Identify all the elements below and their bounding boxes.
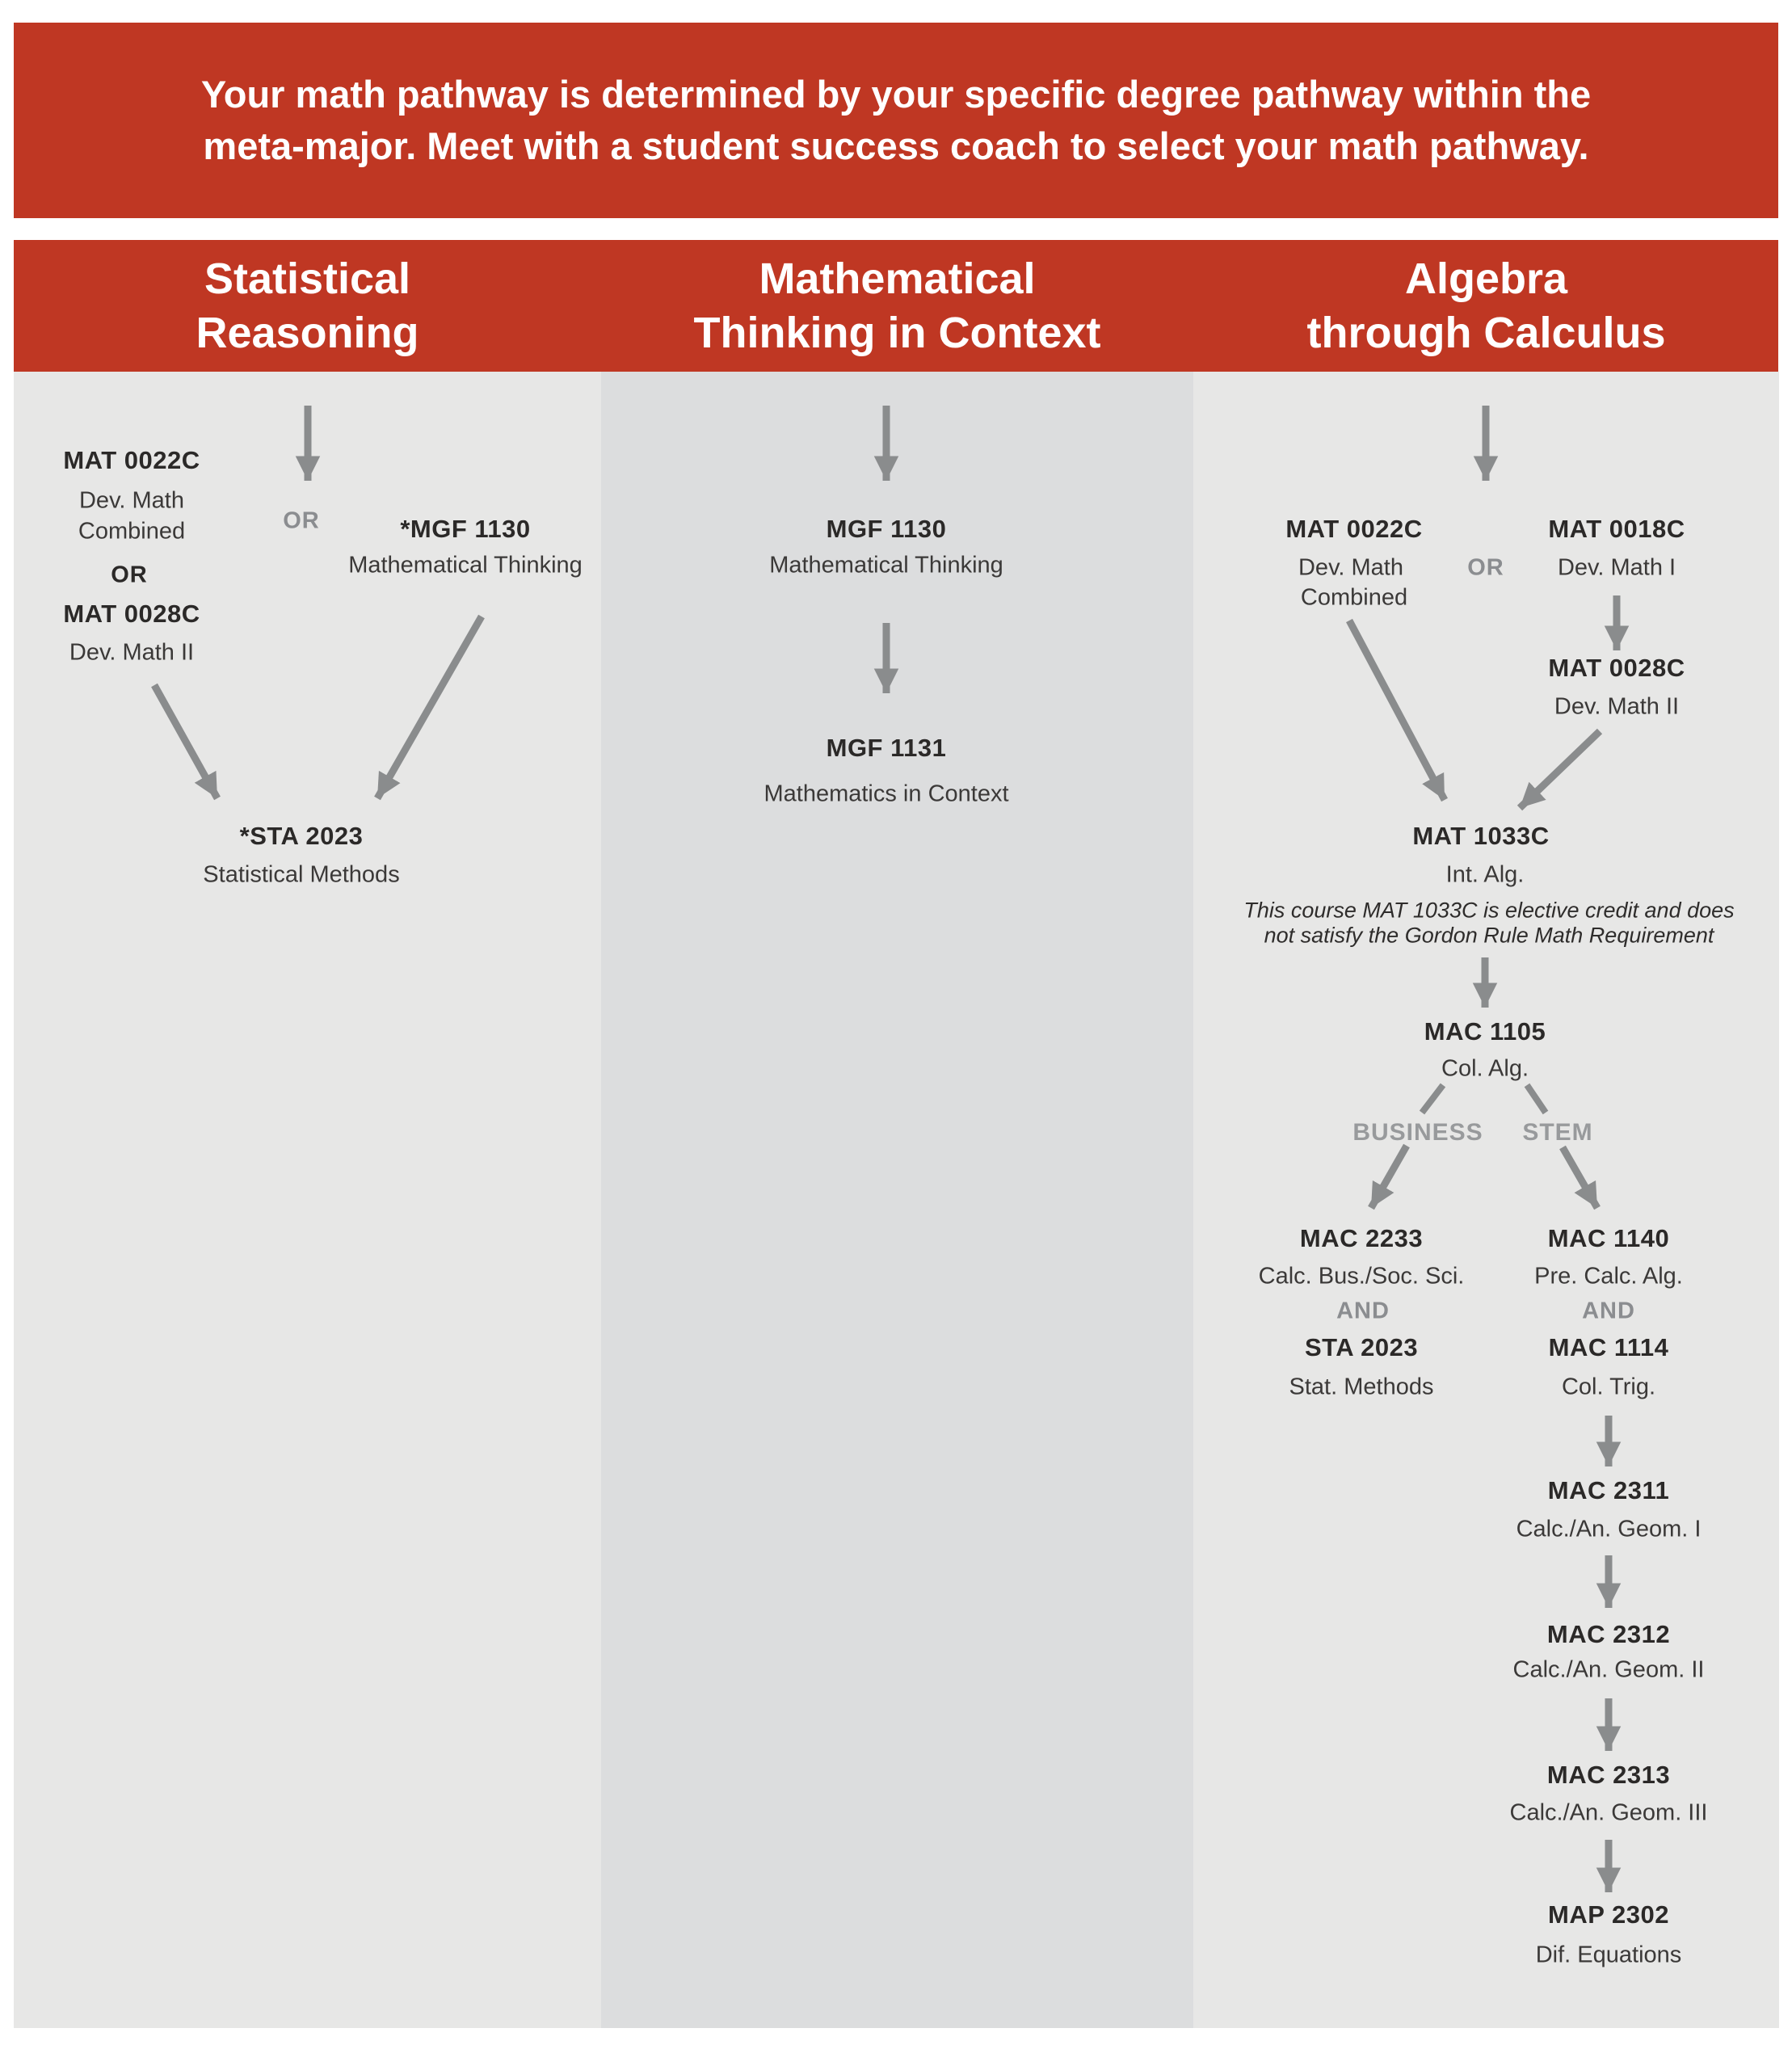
course-name-dev-math-i: Dev. Math I — [1557, 554, 1676, 581]
course-code-mgf-1130: MGF 1130 — [826, 515, 947, 543]
column-title-mathematical-thinking-in-context: Mathematical Thinking in Context — [601, 240, 1193, 372]
branch-label-business: BUSINESS — [1352, 1119, 1483, 1146]
course-code-mgf-1131: MGF 1131 — [826, 734, 947, 762]
course-name-combined: Combined — [1300, 584, 1408, 611]
course-name-stat-methods: Stat. Methods — [1289, 1374, 1434, 1400]
column-title-line: Mathematical — [759, 254, 1036, 303]
course-code-mat-0028c: MAT 0028C — [1548, 654, 1685, 682]
note-line-not-satisfy-the-gordon-rule-math-requirement: not satisfy the Gordon Rule Math Require… — [1264, 923, 1714, 948]
column-title-statistical-reasoning: Statistical Reasoning — [14, 240, 601, 372]
course-code-mat-1033c: MAT 1033C — [1412, 822, 1550, 850]
course-code-mac-2313: MAC 2313 — [1546, 1761, 1671, 1789]
course-name-calc-an-geom-iii: Calc./An. Geom. III — [1509, 1799, 1708, 1826]
course-code-mat-0028c: MAT 0028C — [63, 600, 200, 628]
course-name-statistical-methods: Statistical Methods — [203, 861, 400, 888]
course-name-calc-an-geom-ii: Calc./An. Geom. II — [1512, 1656, 1705, 1683]
course-name-dev-math-ii: Dev. Math II — [1554, 693, 1680, 720]
course-code-mgf-1130: *MGF 1130 — [400, 515, 531, 543]
course-name-calc-bus-soc-sci: Calc. Bus./Soc. Sci. — [1258, 1263, 1465, 1290]
course-code-mac-2233: MAC 2233 — [1299, 1224, 1424, 1252]
course-code-sta-2023: STA 2023 — [1304, 1333, 1419, 1361]
course-name-mathematics-in-context: Mathematics in Context — [763, 781, 1009, 807]
column-title-line: Thinking in Context — [693, 308, 1101, 357]
connector-label-and: AND — [1336, 1298, 1390, 1324]
course-code-mat-0022c: MAT 0022C — [63, 446, 200, 474]
course-name-int-alg: Int. Alg. — [1445, 861, 1525, 888]
course-name-dev-math: Dev. Math — [78, 487, 185, 514]
branch-label-stem: STEM — [1522, 1119, 1593, 1146]
course-code-map-2302: MAP 2302 — [1548, 1900, 1669, 1929]
connector-label-or: OR — [283, 507, 320, 534]
course-name-dev-math: Dev. Math — [1298, 554, 1404, 581]
course-name-dif-equations: Dif. Equations — [1535, 1942, 1682, 1968]
column-title-algebra-through-calculus: Algebra through Calculus — [1193, 240, 1779, 372]
course-code-mac-1140: MAC 1140 — [1547, 1224, 1670, 1252]
course-name-mathematical-thinking: Mathematical Thinking — [348, 552, 583, 579]
pathway-header-bar — [14, 240, 1778, 372]
column-title-line: through Calculus — [1306, 308, 1666, 357]
intro-banner-line-1: Your math pathway is determined by your … — [200, 73, 1592, 116]
column-title-line: Algebra — [1404, 254, 1568, 303]
course-name-calc-an-geom-i: Calc./An. Geom. I — [1516, 1516, 1702, 1542]
course-code-mac-2312: MAC 2312 — [1546, 1620, 1671, 1648]
course-code-mac-2311: MAC 2311 — [1547, 1476, 1670, 1504]
connector-label-or: OR — [1467, 554, 1504, 581]
course-name-col-alg: Col. Alg. — [1441, 1055, 1529, 1082]
connector-label-or: OR — [111, 562, 148, 588]
course-name-col-trig: Col. Trig. — [1561, 1374, 1656, 1400]
column-title-line: Reasoning — [196, 308, 419, 357]
note-line-this-course-mat-1033c-is-elective-credit-and-does: This course MAT 1033C is elective credit… — [1243, 898, 1735, 923]
column-bg-mathematical-thinking-in-context — [601, 372, 1193, 2028]
course-code-sta-2023: *STA 2023 — [239, 822, 364, 850]
course-name-combined: Combined — [78, 518, 186, 545]
course-name-pre-calc-alg: Pre. Calc. Alg. — [1534, 1263, 1683, 1290]
course-code-mac-1114: MAC 1114 — [1548, 1333, 1669, 1361]
course-code-mac-1105: MAC 1105 — [1424, 1017, 1546, 1046]
course-name-dev-math-ii: Dev. Math II — [69, 639, 195, 666]
connector-label-and: AND — [1582, 1298, 1635, 1324]
course-name-mathematical-thinking: Mathematical Thinking — [769, 552, 1003, 579]
column-bg-algebra-through-calculus — [1193, 372, 1779, 2028]
intro-banner: Your math pathway is determined by your … — [14, 23, 1778, 218]
intro-banner-line-2: meta-major. Meet with a student success … — [203, 124, 1589, 167]
course-code-mat-0022c: MAT 0022C — [1285, 515, 1423, 543]
column-bg-statistical-reasoning — [14, 372, 601, 2028]
column-title-line: Statistical — [204, 254, 411, 303]
course-code-mat-0018c: MAT 0018C — [1548, 515, 1685, 543]
